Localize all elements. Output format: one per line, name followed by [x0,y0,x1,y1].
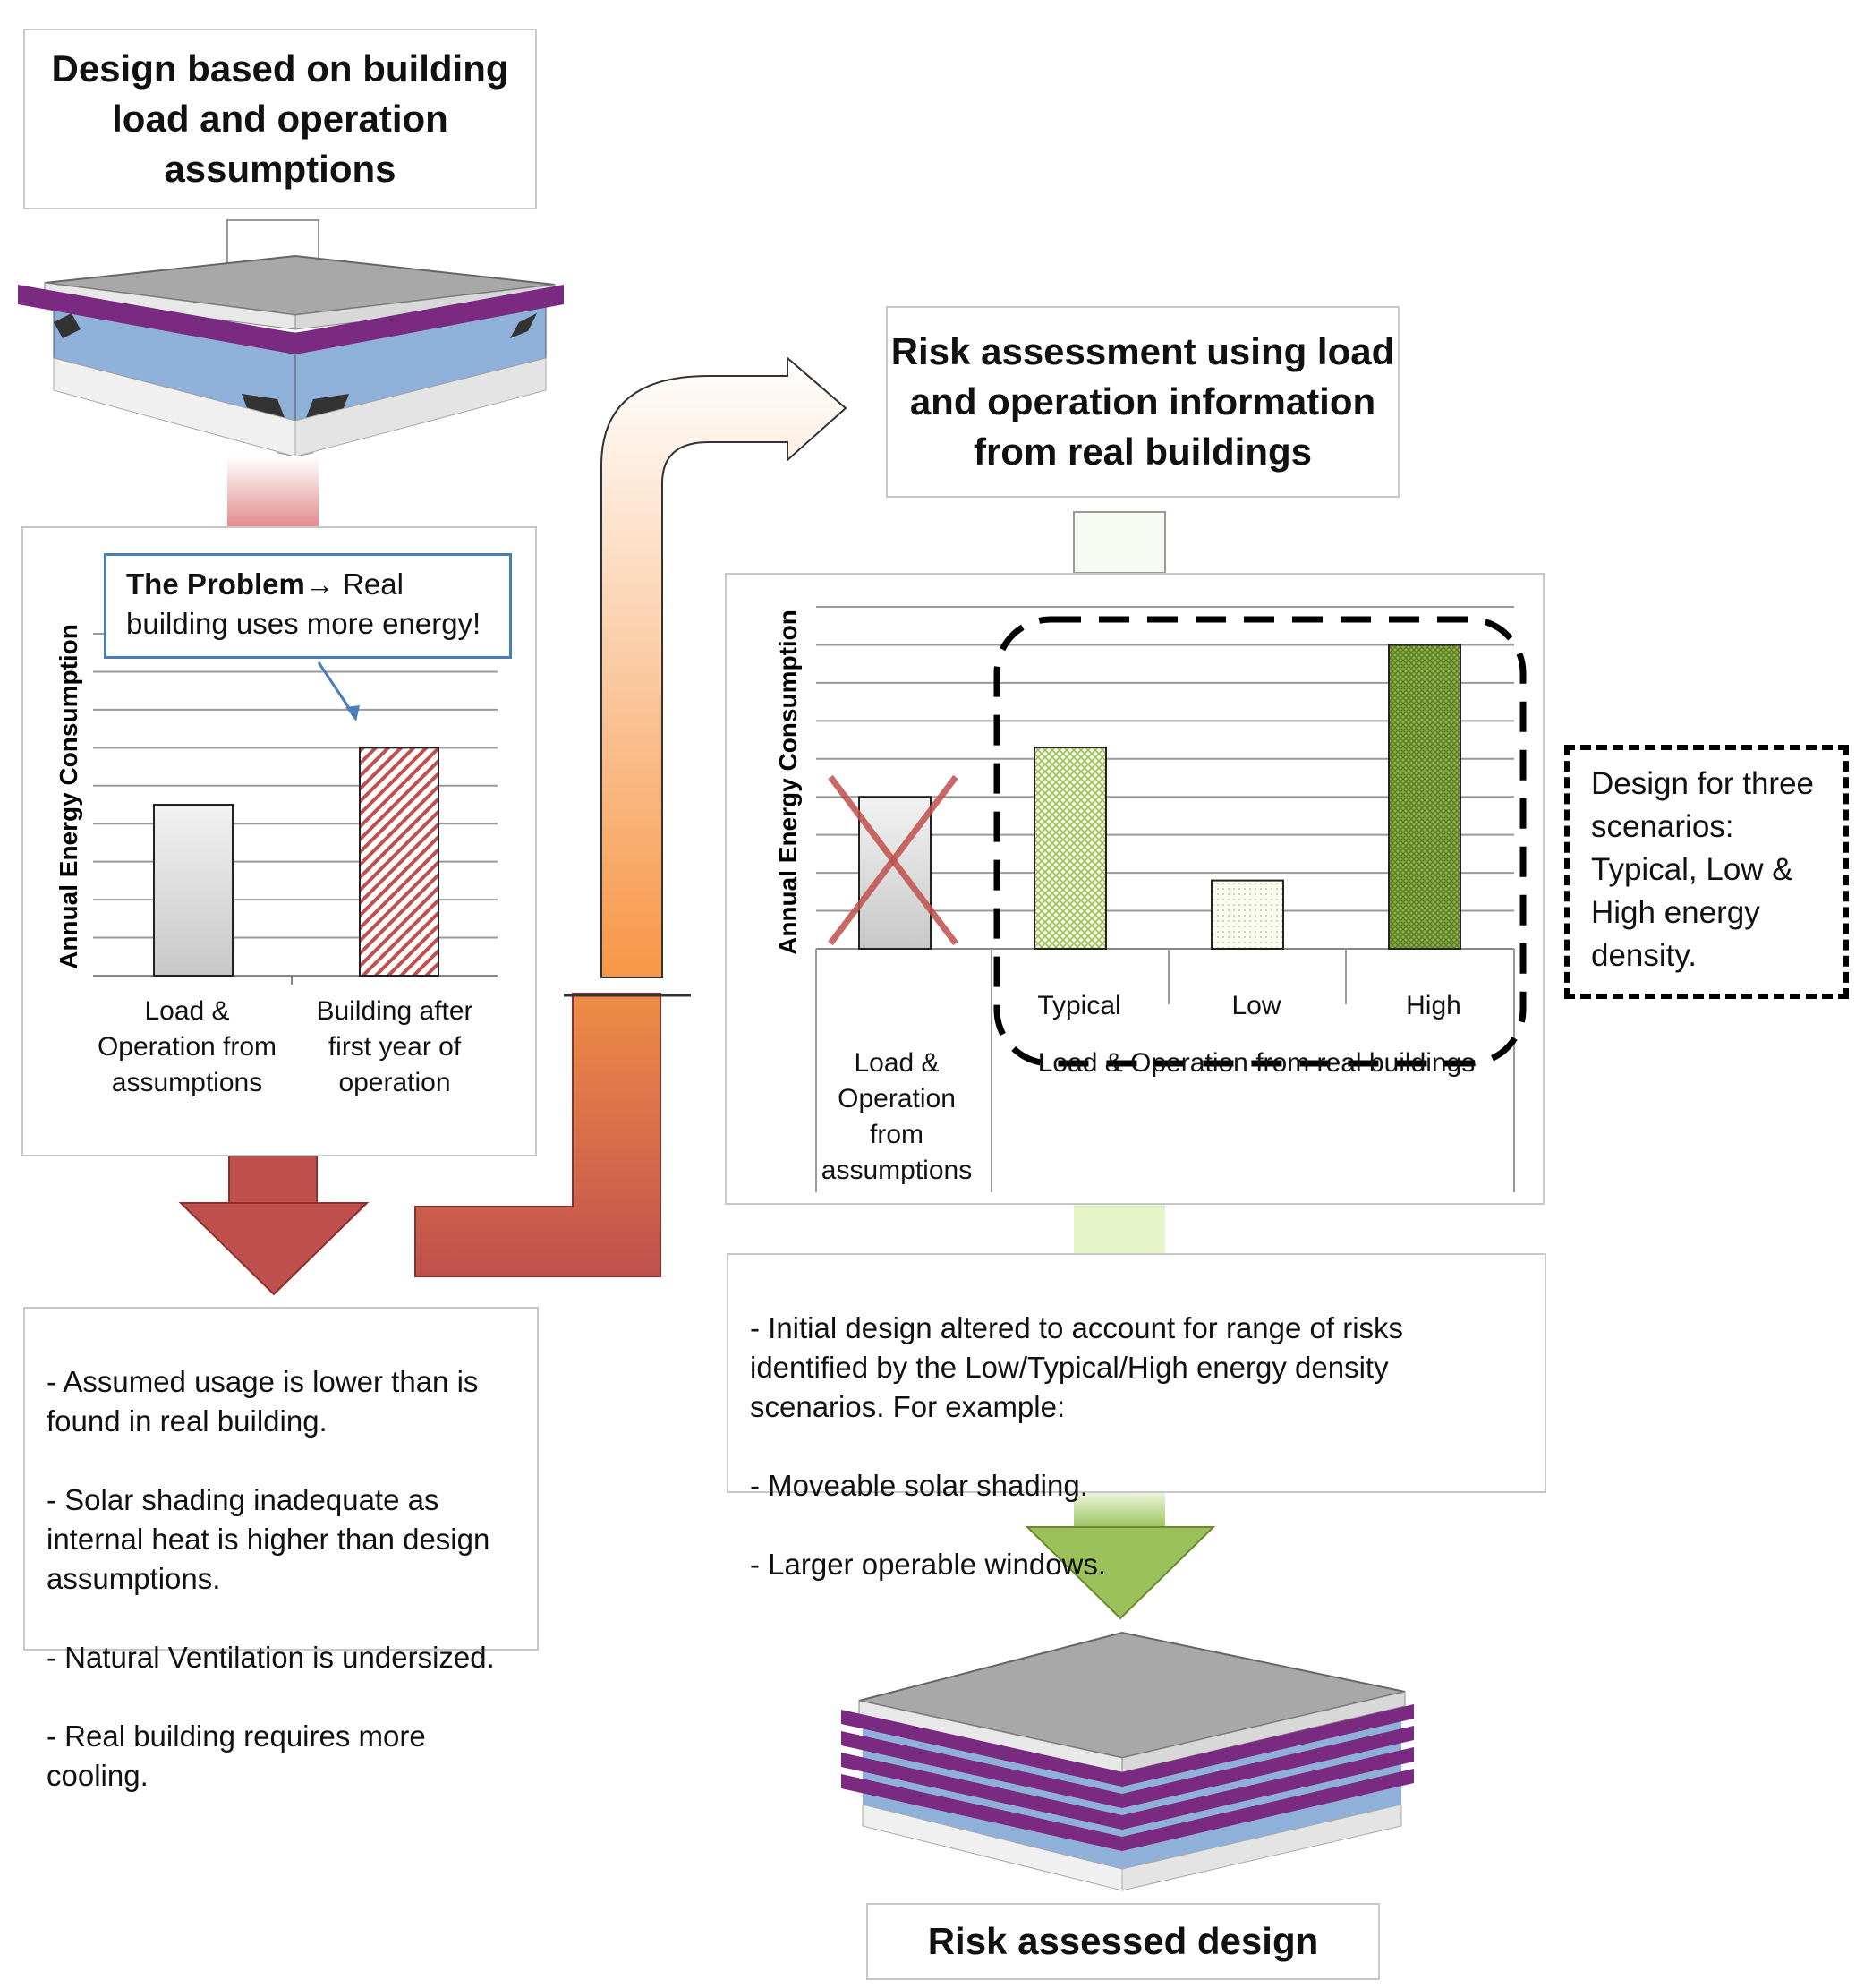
scenarios-callout: Design for three scenarios: Typical, Low… [1564,745,1849,999]
cross-out-icon [828,774,958,946]
chart2-bar [1034,747,1107,950]
step2-title: Risk assessment using load and operation… [890,330,1395,473]
chart1-bar [359,747,439,977]
step3-title-box: Risk assessed design [866,1903,1380,1980]
l-connector-red [414,993,661,1277]
chart1-category-0: Load & Operation from assumptions [97,996,277,1097]
down-arrow-red [178,1154,370,1296]
chart1-bar [153,804,234,977]
connector-mid [1073,511,1166,574]
chart2-ylabel: Annual Energy Consumption [774,610,802,955]
problem-callout: The Problem→ Real building uses more ene… [104,553,512,659]
chart2-baseline-label: Load & Operation from assumptions [821,1048,973,1185]
step2-title-box: Risk assessment using load and operation… [886,306,1400,498]
chart1-ylabel: Annual Energy Consumption [55,624,82,969]
chart1-plot: Annual Energy Consumption [55,624,498,985]
chart2-panel: Annual Energy Consumption Load & Operati… [725,573,1545,1205]
building-original-icon [18,254,564,457]
notes1-box: - Assumed usage is lower than is found i… [23,1307,539,1792]
chart2-plot: Annual Energy Consumption [774,606,1527,1192]
callout-arrow-icon: → [304,567,335,601]
chart2-category-typical: Typical [1037,991,1121,1020]
notes2-line-2: - Larger operable windows. [750,1548,1107,1581]
notes1-line-2: - Natural Ventilation is undersized. [47,1641,495,1674]
chart2-bar [1211,879,1284,951]
connector-green [1074,1203,1165,1253]
chart2-category-low: Low [1231,991,1281,1020]
building-risk-assessed-icon [841,1631,1414,1891]
notes2-line-1: - Moveable solar shading. [750,1469,1088,1502]
callout-pointer-head [345,705,360,721]
chart2-bar [1388,644,1461,950]
callout-text: Real building uses more energy! [126,567,481,640]
connector-pink [227,456,319,526]
notes1-line-1: - Solar shading inadequate as internal h… [47,1483,490,1595]
notes1-line-0: - Assumed usage is lower than is found i… [47,1365,479,1438]
chart1-category-1: Building after first year of operation [316,996,473,1097]
chart2-group-label: Load & Operation from real buildings [1037,1048,1476,1078]
scenarios-text: Design for three scenarios: Typical, Low… [1591,766,1815,973]
notes1-line-3: - Real building requires more cooling. [47,1719,426,1792]
curved-arrow-up [600,355,847,978]
notes2-line-0: - Initial design altered to account for … [750,1311,1404,1423]
notes2-box: - Initial design altered to account for … [727,1253,1546,1581]
callout-bold: The Problem [126,567,305,601]
step1-title: Design based on building load and operat… [51,47,509,190]
real-buildings-group-outline [993,616,1527,1067]
step3-title: Risk assessed design [927,1920,1319,1962]
down-arrow-green [1025,1491,1216,1620]
step1-title-box: Design based on building load and operat… [23,29,537,209]
chart2-category-high: High [1406,991,1461,1020]
